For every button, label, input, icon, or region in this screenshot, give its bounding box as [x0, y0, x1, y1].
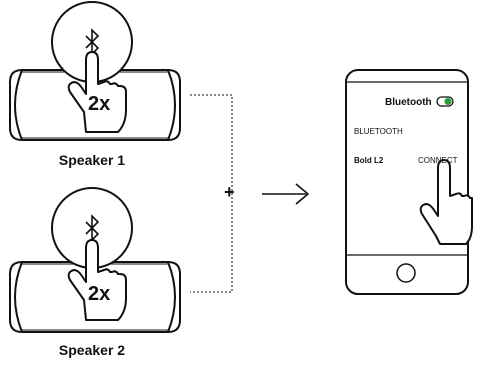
speaker-1-bluetooth-icon	[85, 28, 100, 56]
phone-header-title: Bluetooth	[385, 97, 432, 108]
speaker-2-tap-count: 2x	[88, 283, 111, 305]
speaker-1-left-cap	[14, 69, 23, 141]
phone-tapping-hand-icon	[419, 159, 473, 245]
dotted-bracket	[190, 94, 233, 293]
phone-device-name: Bold L2	[354, 156, 384, 165]
plus-sign: +	[224, 182, 235, 202]
phone-home-button	[396, 263, 416, 283]
speaker-2-label: Speaker 2	[58, 342, 126, 358]
speaker-2-left-cap	[14, 261, 23, 333]
right-arrow-icon	[262, 183, 310, 205]
speaker-1-label: Speaker 1	[58, 152, 126, 168]
speaker-1-tapping-hand-icon	[67, 51, 127, 133]
speaker-1-tap-count: 2x	[88, 93, 111, 115]
speaker-2-tapping-hand-icon	[67, 239, 127, 321]
speaker-2-bluetooth-icon	[85, 214, 100, 242]
speaker-1-right-cap	[167, 69, 176, 141]
bluetooth-toggle-switch[interactable]	[436, 96, 454, 107]
speaker-2-right-cap	[167, 261, 176, 333]
phone-section-label: BLUETOOTH	[354, 127, 403, 136]
phone-connect-button[interactable]: CONNECT	[418, 156, 458, 165]
